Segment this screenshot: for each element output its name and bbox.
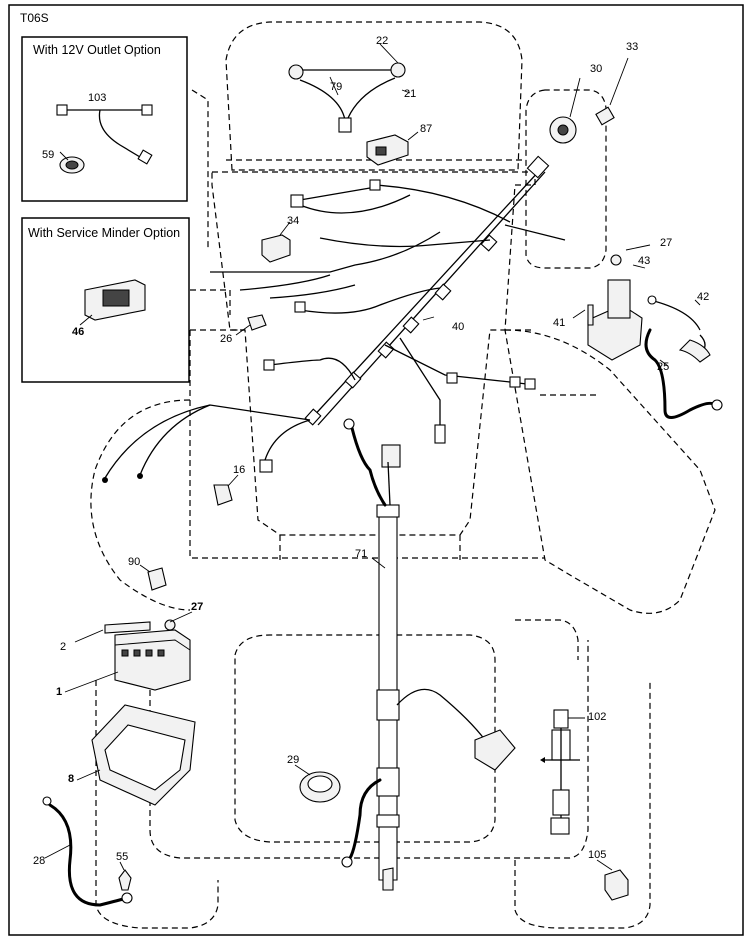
solenoid-group	[572, 244, 723, 419]
part-label-41: 41	[553, 317, 565, 329]
part-label-42: 42	[697, 291, 709, 303]
part-label-29: 29	[287, 754, 299, 766]
part-label-43: 43	[638, 255, 650, 267]
chassis-outline	[90, 21, 716, 929]
part-label-79: 79	[330, 81, 342, 93]
part-label-103: 103	[88, 92, 106, 104]
part-label-71: 71	[355, 548, 367, 560]
service-option-box: With Service Minder Option	[21, 217, 190, 383]
fuse-part	[235, 314, 267, 336]
part-numbers: 103 59 46 22 79 21 87 30 33 34 27 43 42 …	[33, 35, 709, 867]
part-29	[294, 764, 341, 803]
part-label-8: 8	[68, 773, 74, 785]
part-label-27-top: 27	[660, 237, 672, 249]
part-label-22: 22	[376, 35, 388, 47]
relay-part	[366, 131, 419, 166]
part-label-25: 25	[657, 361, 669, 373]
part-label-87: 87	[420, 123, 432, 135]
part-label-33: 33	[626, 41, 638, 53]
part-label-40: 40	[452, 321, 464, 333]
main-harness	[102, 155, 566, 483]
part-label-55: 55	[116, 851, 128, 863]
ground-cable	[42, 796, 133, 907]
part-label-26: 26	[220, 333, 232, 345]
part-label-2: 2	[60, 641, 66, 653]
part-label-1: 1	[56, 686, 62, 698]
diagram-frame	[8, 4, 744, 936]
ignition-switch	[549, 57, 629, 144]
part-label-105: 105	[588, 849, 606, 861]
part-label-28: 28	[33, 855, 45, 867]
connector-part	[213, 474, 239, 506]
part-label-102: 102	[588, 711, 606, 723]
part-105	[596, 859, 629, 901]
service-option-title: With Service Minder Option	[28, 226, 180, 240]
outlet-option-title: With 12V Outlet Option	[33, 43, 161, 57]
part-label-90: 90	[128, 556, 140, 568]
part-label-21: 21	[404, 88, 416, 100]
outlet-option-box: With 12V Outlet Option	[21, 36, 188, 202]
harness-71	[341, 418, 516, 891]
part-label-34: 34	[287, 215, 299, 227]
part-102	[540, 709, 585, 835]
diagram-code: T06S	[20, 11, 49, 25]
switch-part	[261, 221, 291, 263]
part-label-27-bottom: 27	[191, 601, 203, 613]
part-label-30: 30	[590, 63, 602, 75]
battery-tray	[76, 704, 196, 806]
headlight-harness	[288, 43, 411, 133]
battery-group	[64, 611, 193, 693]
part-label-16: 16	[233, 464, 245, 476]
part-label-46: 46	[72, 326, 84, 338]
part-label-59: 59	[42, 149, 54, 161]
part-90	[139, 564, 167, 591]
